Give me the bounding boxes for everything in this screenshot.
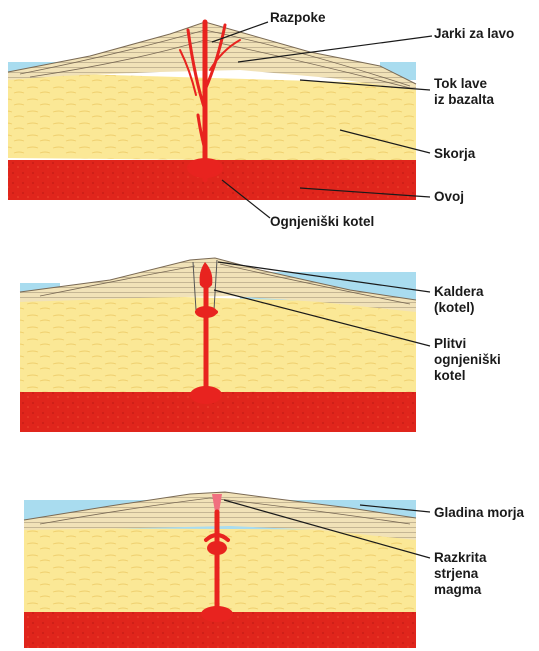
magma-chamber (187, 158, 223, 178)
crust-layer (8, 72, 416, 162)
label-gladina-morja: Gladina morja (434, 505, 524, 521)
label-plitvi-kotel: Plitvi ognjeniški kotel (434, 336, 501, 384)
chamber-3 (207, 541, 227, 555)
crust-layer-3 (24, 528, 416, 612)
deep-chamber-3 (201, 606, 233, 622)
shallow-chamber (195, 306, 217, 318)
label-ovoj: Ovoj (434, 189, 464, 205)
label-jarki-za-lavo: Jarki za lavo (434, 26, 514, 42)
panel-2-cross-section (20, 258, 430, 432)
label-tok-lave: Tok lave iz bazalta (434, 76, 494, 108)
panel-1-cross-section (8, 22, 432, 218)
crust-layer-2 (20, 292, 416, 392)
label-ognjeniski-kotel: Ognjeniški kotel (270, 214, 374, 230)
label-razkrita-magma: Razkrita strjena magma (434, 550, 487, 598)
label-skorja: Skorja (434, 146, 475, 162)
label-kaldera: Kaldera (kotel) (434, 284, 484, 316)
panel-3-cross-section (24, 492, 430, 648)
label-razpoke: Razpoke (270, 10, 326, 26)
deep-chamber-2 (190, 386, 222, 404)
